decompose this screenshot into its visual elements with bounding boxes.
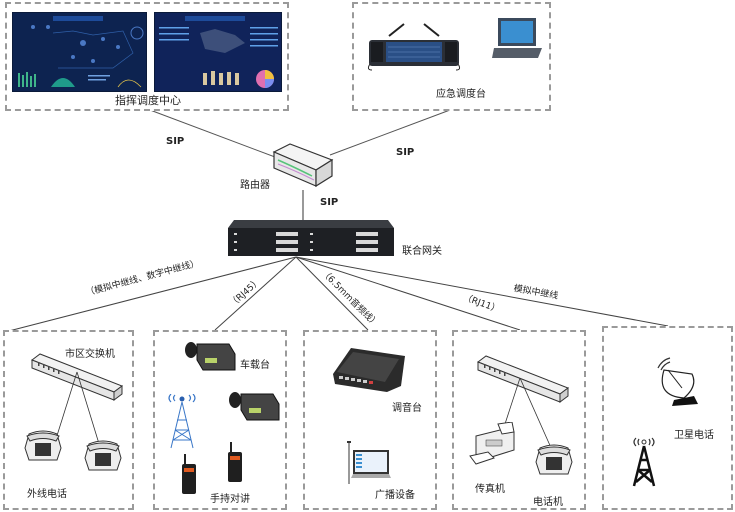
telephone-label: 电话机	[533, 497, 563, 508]
handheld-radio-icon-1	[182, 454, 196, 494]
satellite-dish-icon	[657, 357, 698, 406]
emergency-console-box: 应急调度台	[352, 2, 551, 111]
telephone-icon-2	[84, 440, 122, 471]
vehicle-radio-label: 车载台	[240, 360, 270, 371]
dispatch-console-icon	[367, 23, 461, 71]
satellite-box: 卫星电话	[602, 326, 733, 510]
gateway-label: 联合网关	[402, 246, 442, 257]
city-exchange-label: 市区交换机	[65, 349, 115, 360]
command-center-label: 指挥调度中心	[115, 94, 181, 107]
router-icon	[272, 143, 334, 188]
vehicle-radio-icon-2	[229, 392, 280, 421]
mixer-label: 调音台	[392, 403, 422, 414]
mixer-icon	[333, 348, 405, 392]
link-console-router	[329, 109, 451, 156]
router-label: 路由器	[240, 180, 270, 191]
emergency-console-label: 应急调度台	[436, 89, 486, 100]
sip-label-left: SIP	[166, 136, 185, 147]
link-gateway-radio	[214, 256, 297, 331]
fax-label: 传真机	[475, 484, 505, 495]
sip-label-right: SIP	[396, 147, 415, 158]
link-gateway-fax	[295, 256, 521, 331]
gateway-icon	[228, 220, 394, 256]
command-center-box: 指挥调度中心	[5, 2, 289, 111]
link-gateway-audio	[295, 256, 369, 331]
telephone-icon-1	[24, 430, 62, 461]
link-gateway-exchange	[4, 256, 297, 333]
vehicle-radio-icon-1	[185, 342, 236, 371]
dashboard-screen-right	[154, 12, 282, 92]
fax-phone-box: 传真机 电话机	[452, 330, 586, 510]
fax-machine-icon	[469, 422, 515, 465]
radio-tower-icon	[168, 394, 196, 449]
exchange-lines	[54, 371, 101, 448]
telephone-icon-3	[535, 444, 573, 475]
link-gateway-satellite	[295, 256, 669, 327]
laptop-icon	[492, 18, 542, 58]
cell-tower-icon	[632, 437, 656, 487]
sip-label-down: SIP	[320, 197, 339, 208]
fax-switch-lines	[503, 377, 553, 451]
radio-box: 车载台 手持对讲	[153, 330, 287, 510]
external-phone-label: 外线电话	[27, 489, 67, 500]
handheld-radio-icon-2	[228, 442, 242, 482]
city-exchange-box: 市区交换机 外线电话	[3, 330, 134, 510]
broadcast-terminal-icon	[347, 441, 391, 484]
handheld-radio-label: 手持对讲	[210, 494, 250, 505]
link-command-router	[149, 109, 284, 161]
audio-box: 调音台 广播设备	[303, 330, 437, 510]
satellite-phone-label: 卫星电话	[674, 430, 714, 441]
broadcast-label: 广播设备	[375, 490, 415, 501]
dashboard-screen-left	[12, 12, 147, 92]
